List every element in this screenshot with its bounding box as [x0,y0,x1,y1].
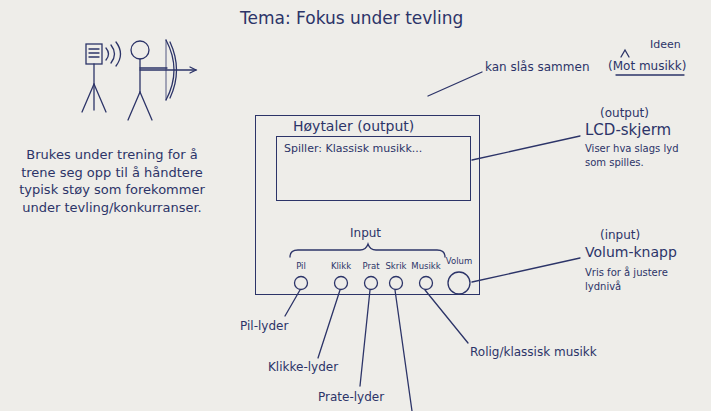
sound-button: Klikk [323,261,359,292]
usage-note: Brukes under trening for å trene seg opp… [16,146,208,216]
sound-button: Skrik [378,261,414,292]
label-slot: Volum-knapp [585,244,677,261]
underline [616,74,684,75]
screen-text: Spiller: Klassisk musikk... [284,142,463,155]
sound-button: Musikk [408,261,444,292]
annotation: kan slås sammen [485,60,590,74]
volume-knob: Volum [441,256,477,296]
button-label: Skrik [378,261,414,271]
label-slot: Viser hva slags lyd som spilles. [585,142,690,169]
part-description: Vris for å justere lydnivå [585,266,700,293]
input-bracket [290,244,445,257]
button-sound: Prate-lyder [318,390,384,404]
label-slot: Vris for å justere lydnivå [585,266,700,293]
speaker-device: Høytaler (output) Spiller: Klassisk musik… [255,115,480,295]
button-sound: Pil-lyder [240,319,288,333]
part-name: Volum-knapp [585,244,677,261]
label-slot: (output) [600,106,649,120]
part-name: LCD-skjerm [585,121,671,139]
part-type: (input) [600,228,640,242]
button-label: Musikk [408,261,444,271]
sound-button: Prat [353,261,389,292]
leader-line [318,290,340,358]
leader-line [360,290,370,386]
device-heading: Høytaler (output) [293,118,414,135]
leader-line [425,290,468,343]
label-slot: kan slås sammen [485,60,590,74]
label-slot: Rolig/klassisk musikk [470,345,597,359]
label-slot: Prate-lyder [318,390,384,404]
button-sound: Rolig/klassisk musikk [470,345,597,359]
label-slot: Klikke-lyder [268,360,338,374]
leader-line [428,72,482,96]
sound-button: Pil [283,261,319,292]
leader-line [285,290,300,316]
page-title: Tema: Fokus under tevling [240,8,463,28]
part-description: Viser hva slags lyd som spilles. [585,142,690,169]
leader-line [395,290,412,411]
label-slot: LCD-skjerm [585,121,671,139]
label-slot: Pil-lyder [240,319,288,333]
part-type: (output) [600,106,649,120]
group-label: Input [350,226,381,240]
label-slot: (Mot musikk) [608,59,686,73]
button-label: Prat [353,261,389,271]
label-slot: (input) [600,228,640,242]
leader-line [472,258,580,282]
speaker-on-stand [82,42,121,112]
archer-figure [128,40,196,120]
leader-line [472,136,580,160]
annotation: Ideen [650,38,681,51]
insert-caret [621,50,629,57]
button-label: Pil [283,261,319,271]
label-slot: Ideen [650,38,681,51]
button-sound: Klikke-lyder [268,360,338,374]
lcd-screen: Spiller: Klassisk musikk... [276,136,471,201]
button-label: Klikk [323,261,359,271]
annotation: (Mot musikk) [608,59,686,73]
label-slot: Brukes under trening for å trene seg opp… [16,146,208,216]
button-label: Volum [441,256,477,266]
label-slot: Input [350,226,381,240]
title-slot: Tema: Fokus under tevling [240,8,463,28]
